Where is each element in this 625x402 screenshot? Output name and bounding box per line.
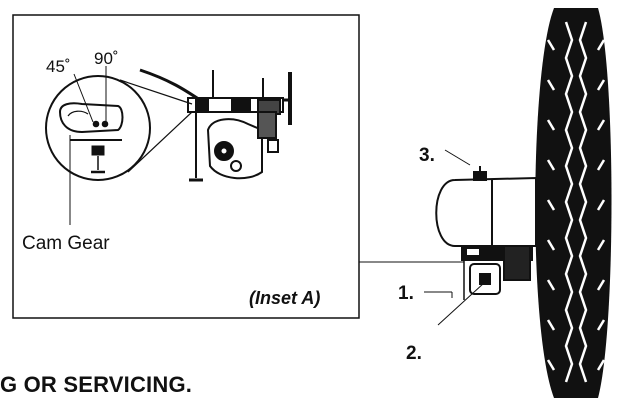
callout-3-label: 3.: [419, 145, 435, 166]
tire: [535, 8, 612, 398]
cam-gear-label: Cam Gear: [22, 233, 110, 254]
cam-bracket: [461, 245, 533, 300]
inset-mechanism: [139, 68, 292, 182]
inset-a: 45˚ 90˚ Cam Gear (Inset A): [12, 14, 360, 319]
magnifier: [45, 66, 193, 225]
wheel-assembly: 3. 1. 2.: [398, 8, 612, 398]
angle-45-label: 45˚: [46, 57, 71, 76]
callout-2-label: 2.: [406, 343, 422, 364]
servicing-heading: G OR SERVICING.: [0, 372, 193, 397]
hub-drum: [435, 166, 537, 247]
inset-caption: (Inset A): [249, 288, 320, 308]
angle-90-label: 90˚: [94, 49, 119, 68]
callout-1-label: 1.: [398, 283, 414, 304]
